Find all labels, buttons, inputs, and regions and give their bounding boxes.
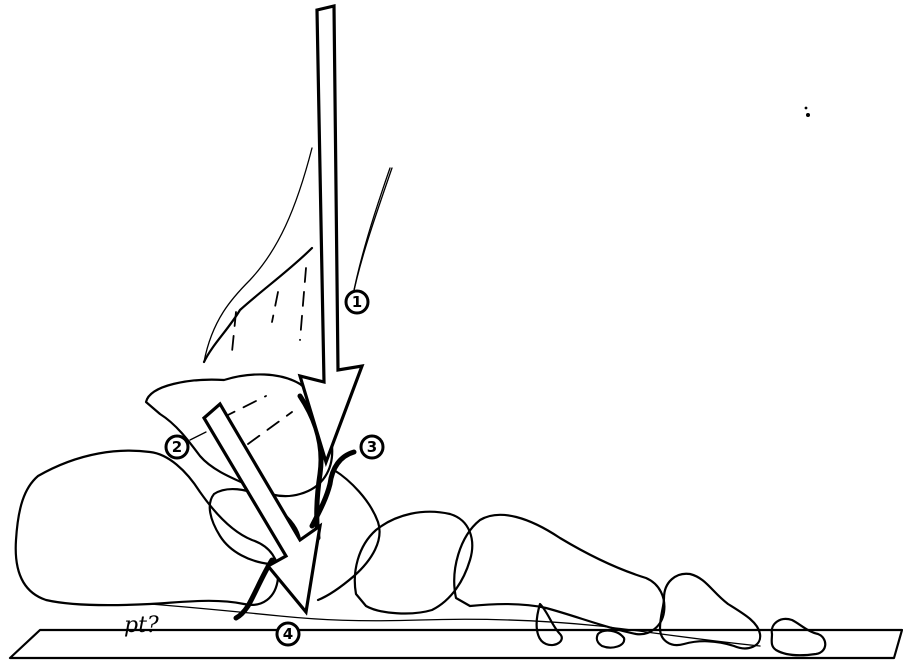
- svg-text:4: 4: [283, 625, 293, 643]
- distal-phalanx: [772, 619, 826, 655]
- marker-1: 1: [346, 291, 368, 313]
- metatarsal: [454, 515, 664, 634]
- marker-2: 2: [166, 436, 188, 458]
- tibia: [204, 148, 392, 362]
- handwritten-note: pt?: [124, 613, 159, 638]
- marker-3: 3: [361, 436, 383, 458]
- cuneiform: [355, 512, 472, 614]
- sesamoid-bones: [537, 604, 625, 648]
- proximal-phalanx: [660, 574, 760, 649]
- svg-text:3: 3: [367, 438, 377, 456]
- svg-text:1: 1: [352, 293, 362, 311]
- marker-4: 4: [277, 623, 299, 645]
- speck-mark: [805, 107, 810, 117]
- svg-text:2: 2: [172, 438, 182, 456]
- vertical-load-arrow: [300, 6, 362, 462]
- sole-contour: [150, 604, 760, 646]
